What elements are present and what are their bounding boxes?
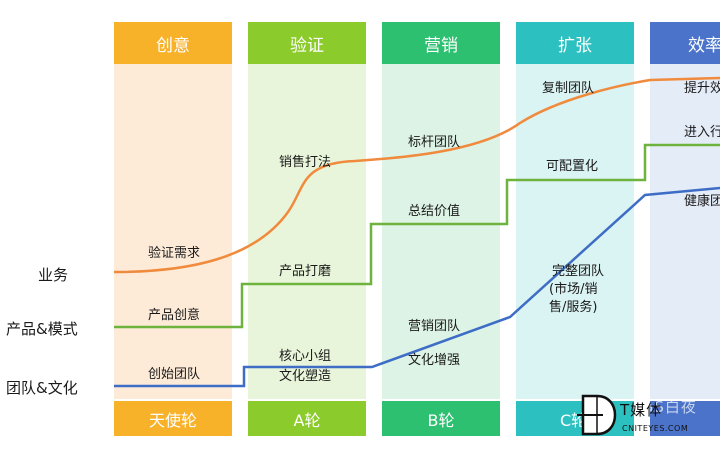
watermark-sub: CNITEYES.COM xyxy=(622,424,689,433)
annotation-product-idea: 产品创意 xyxy=(148,308,201,323)
annotation-healthy-team: 健康团 xyxy=(684,194,720,209)
column-bg-validate xyxy=(248,64,366,399)
annotation-replicate-team: 复制团队 xyxy=(542,81,595,96)
watermark-logo-icon xyxy=(577,394,617,436)
row-label-product-model: 产品&模式 xyxy=(6,320,78,338)
column-footer-angel: 天使轮 xyxy=(114,401,232,436)
column-footer-efficiency xyxy=(650,401,720,436)
annotation-complete-team-detail-2: 售/服务) xyxy=(549,300,598,315)
annotation-culture-shaping: 文化塑造 xyxy=(279,369,332,384)
annotation-product-polish: 产品打磨 xyxy=(279,264,332,279)
column-bg-idea xyxy=(114,64,232,399)
annotation-validate-demand: 验证需求 xyxy=(148,246,201,261)
team-culture-line xyxy=(114,186,720,388)
annotation-summarize-value: 总结价值 xyxy=(408,204,461,219)
annotation-configurable: 可配置化 xyxy=(546,159,599,174)
annotation-marketing-team: 营销团队 xyxy=(408,319,461,334)
column-header-validate: 验证 xyxy=(248,22,366,64)
column-header-efficiency: 效率 xyxy=(650,22,720,64)
annotation-culture-enhance: 文化增强 xyxy=(408,353,461,368)
row-label-team-culture: 团队&文化 xyxy=(6,379,78,397)
annotation-sales-playbook: 销售打法 xyxy=(279,155,332,170)
column-bg-expand xyxy=(516,64,634,399)
column-header-expand: 扩张 xyxy=(516,22,634,64)
annotation-benchmark-team: 标杆团队 xyxy=(408,135,461,150)
column-bg-efficiency xyxy=(650,64,720,399)
row-label-business: 业务 xyxy=(38,266,69,284)
business-line xyxy=(113,76,720,274)
annotation-core-group: 核心小组 xyxy=(279,349,332,364)
column-header-idea: 创意 xyxy=(114,22,232,64)
annotation-enter-industry: 进入行 xyxy=(684,125,720,140)
annotation-complete-team: 完整团队 xyxy=(552,264,605,279)
annotation-complete-team-detail-1: (市场/销 xyxy=(549,282,598,297)
column-footer-round-a: A轮 xyxy=(248,401,366,436)
watermark-text: T媒体 xyxy=(620,401,663,419)
annotation-founding-team: 创始团队 xyxy=(148,367,201,382)
product-model-line xyxy=(114,143,720,329)
column-footer-round-b: B轮 xyxy=(382,401,500,436)
watermark-faded-text: aaS白夜 xyxy=(634,398,697,416)
column-header-marketing: 营销 xyxy=(382,22,500,64)
annotation-improve-efficiency: 提升效 xyxy=(684,81,720,96)
